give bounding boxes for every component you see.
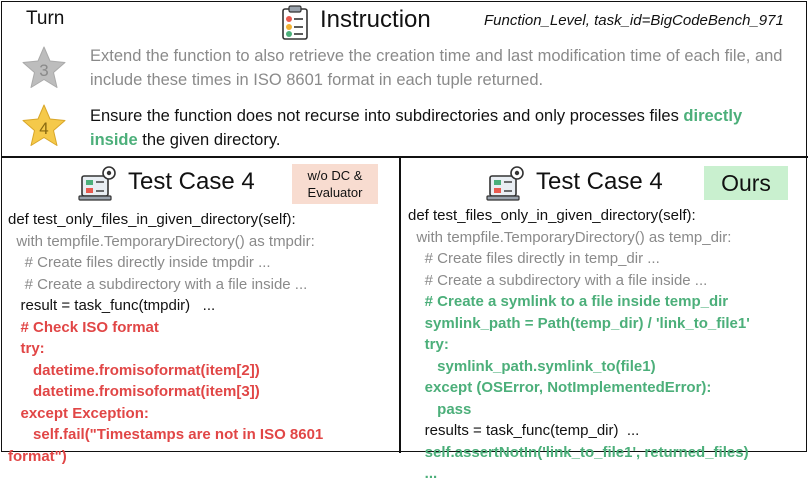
star-icon: 3 <box>22 46 66 88</box>
badge-line-2: Evaluator <box>307 185 363 200</box>
left-test-case-title: Test Case 4 <box>128 168 255 195</box>
left-code-block: def test_only_files_in_given_directory(s… <box>8 209 323 467</box>
code-line: with tempfile.TemporaryDirectory() as te… <box>408 228 732 246</box>
code-line: result = task_func(tmpdir) ... <box>8 297 216 314</box>
code-line: # Create files directly in temp_dir ... <box>408 250 660 267</box>
code-line: datetime.fromisoformat(item[2]) <box>8 361 260 379</box>
turn-column-label: Turn <box>26 8 65 29</box>
code-line: results = task_func(temp_dir) ... <box>408 422 640 439</box>
right-test-case-title: Test Case 4 <box>536 168 663 195</box>
code-line: ... <box>408 465 438 482</box>
code-line: # Create a subdirectory with a file insi… <box>8 275 308 293</box>
ours-badge: Ours <box>704 166 788 200</box>
code-line: symlink_path.symlink_to(file1) <box>408 357 656 375</box>
code-line: self.assertNotIn('link_to_file1', return… <box>408 443 749 461</box>
figure-frame <box>1 1 807 452</box>
clipboard-list-icon <box>282 5 308 40</box>
code-line: try: <box>8 340 45 357</box>
code-line: # Create a symlink to a file inside temp… <box>408 293 729 310</box>
code-line: self.fail("Timestamps are not in ISO 860… <box>8 426 324 443</box>
turn-4-highlight: directly inside <box>90 107 743 149</box>
turn-number: 4 <box>39 119 48 138</box>
horizontal-divider <box>1 156 808 158</box>
code-line: except (OSError, NotImplementedError): <box>408 379 712 396</box>
turn-number: 3 <box>39 61 48 80</box>
star-shape <box>22 46 66 88</box>
code-line: # Create files directly inside tmpdir ..… <box>8 254 271 271</box>
turn-4-text-after: the given directory. <box>137 131 281 149</box>
code-line: with tempfile.TemporaryDirectory() as tm… <box>8 232 315 250</box>
code-line: except Exception: <box>8 404 149 422</box>
gear-laptop-icon <box>78 166 116 201</box>
turn-3-text: Extend the function to also retrieve the… <box>90 47 783 89</box>
code-line: # Check ISO format <box>8 318 159 336</box>
wo-dc-evaluator-badge: w/o DC & Evaluator <box>292 164 378 204</box>
vertical-divider <box>399 156 401 453</box>
turn-4-text-before: Ensure the function does not recurse int… <box>90 107 684 125</box>
star-icon: 4 <box>22 104 66 146</box>
code-line: pass <box>408 400 472 418</box>
code-line: try: <box>408 336 449 353</box>
right-code-block: def test_files_only_in_given_directory(s… <box>408 205 750 485</box>
code-line: datetime.fromisoformat(item[3]) <box>8 383 260 400</box>
instruction-title: Instruction <box>320 6 431 33</box>
code-line: symlink_path = Path(temp_dir) / 'link_to… <box>408 314 750 332</box>
gear-laptop-icon <box>486 166 524 201</box>
code-line: # Create a subdirectory with a file insi… <box>408 271 708 289</box>
turn-4-text: Ensure the function does not recurse int… <box>90 104 790 152</box>
badge-line-1: w/o DC & <box>307 168 363 183</box>
code-line: def test_files_only_in_given_directory(s… <box>408 207 696 224</box>
code-line: format") <box>8 447 67 465</box>
code-line: def test_only_files_in_given_directory(s… <box>8 211 296 228</box>
task-meta: Function_Level, task_id=BigCodeBench_971 <box>484 12 784 29</box>
star-shape <box>22 104 66 146</box>
